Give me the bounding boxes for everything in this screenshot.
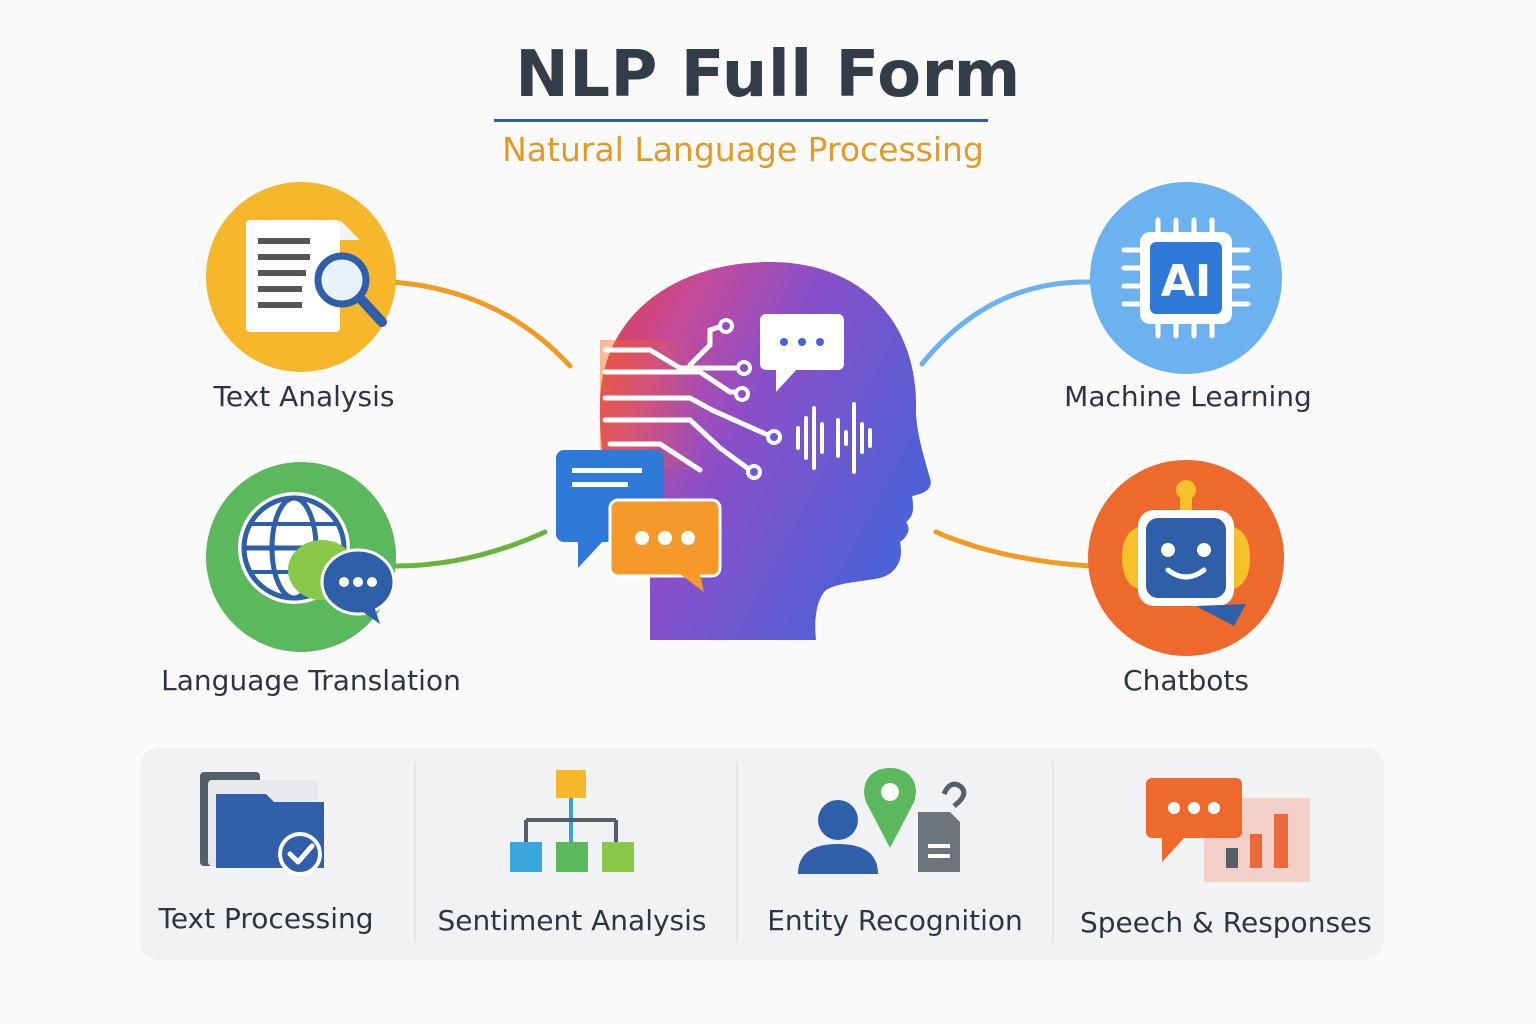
connector-machine-learning (919, 279, 1093, 367)
page-title: NLP Full Form (515, 38, 1021, 112)
divider (414, 762, 416, 942)
text-processing-label: Text Processing (158, 902, 374, 935)
sentiment-analysis-label: Sentiment Analysis (437, 904, 707, 937)
orange-chat-bubble-icon (608, 498, 722, 592)
chatbots-icon (1086, 458, 1286, 662)
divider (1052, 762, 1054, 942)
ai-chip-text: AI (1161, 256, 1211, 307)
speech-responses-label: Speech & Responses (1080, 906, 1372, 939)
hierarchy-icon (508, 768, 638, 878)
text-analysis-icon (204, 180, 398, 378)
sound-wave-icon (796, 402, 872, 474)
machine-learning-label: Machine Learning (1064, 380, 1312, 413)
connector-text-analysis (389, 279, 573, 369)
folder-check-icon (196, 768, 332, 882)
chat-chart-icon (1144, 776, 1314, 890)
chatbots-label: Chatbots (1123, 664, 1249, 697)
divider (736, 762, 738, 942)
entity-recognition-label: Entity Recognition (767, 904, 1023, 937)
title-underline (494, 119, 988, 122)
language-translation-icon (204, 460, 398, 658)
language-translation-label: Language Translation (161, 664, 461, 697)
page-subtitle: Natural Language Processing (502, 130, 984, 169)
machine-learning-icon: AI (1088, 180, 1284, 380)
person-location-tag-icon (794, 766, 974, 880)
head-speech-bubble (760, 314, 844, 392)
text-analysis-label: Text Analysis (213, 380, 395, 413)
connector-language-translation (393, 529, 548, 569)
connector-chatbots (933, 529, 1093, 569)
